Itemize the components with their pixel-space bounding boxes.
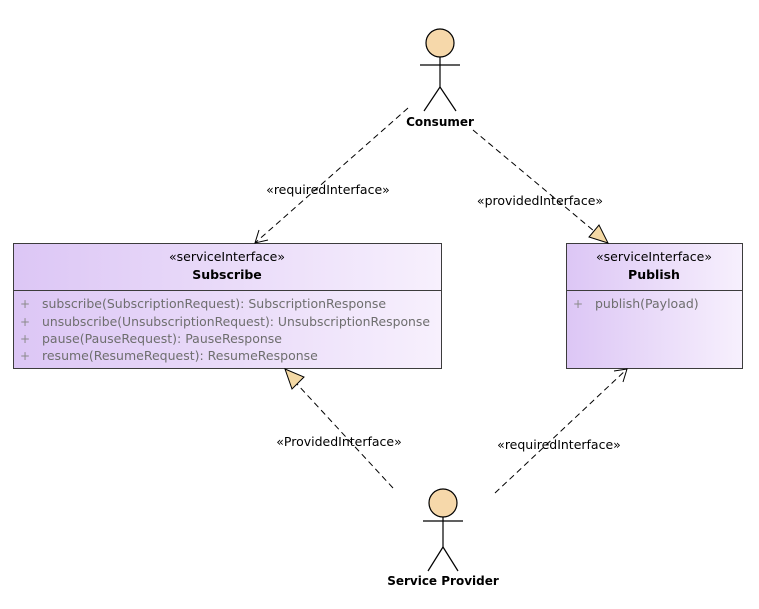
connector-label: «requiredInterface» xyxy=(497,437,621,452)
connector-provider-subscribe[interactable]: «ProvidedInterface» xyxy=(276,368,402,489)
consumer-right-leg xyxy=(439,86,457,112)
op-visibility: + xyxy=(573,297,583,311)
service-provider-actor[interactable]: Service Provider xyxy=(387,488,499,588)
realization-line xyxy=(472,129,595,232)
consumer-name: Consumer xyxy=(406,115,474,129)
operation-publish[interactable]: publish(Payload) xyxy=(595,296,699,311)
connector-label: «ProvidedInterface» xyxy=(276,434,402,449)
subscribe-stereotype: «serviceInterface» xyxy=(169,249,285,264)
subscribe-name: Subscribe xyxy=(192,267,262,282)
open-arrowhead-icon xyxy=(613,368,628,383)
provider-name: Service Provider xyxy=(387,574,499,588)
realization-arrowhead-icon xyxy=(588,224,609,244)
connector-label: «requiredInterface» xyxy=(266,182,390,197)
subscribe-class[interactable]: «serviceInterface» Subscribe + subscribe… xyxy=(13,243,442,369)
connector-consumer-publish[interactable]: «providedInterface» xyxy=(472,129,609,244)
operation-unsubscribe[interactable]: unsubscribe(UnsubscriptionRequest): Unsu… xyxy=(42,314,430,329)
realization-arrowhead-icon xyxy=(284,368,305,390)
provider-left-leg xyxy=(427,546,444,572)
dependency-line xyxy=(254,107,409,244)
open-arrowhead-icon xyxy=(254,229,269,244)
connector-label: «providedInterface» xyxy=(477,193,603,208)
publish-name: Publish xyxy=(628,267,680,282)
connector-consumer-subscribe[interactable]: «requiredInterface» xyxy=(254,107,409,244)
realization-line xyxy=(296,383,394,489)
op-visibility: + xyxy=(20,332,30,346)
operation-pause[interactable]: pause(PauseRequest): PauseResponse xyxy=(42,331,282,346)
connector-provider-publish[interactable]: «requiredInterface» xyxy=(494,368,628,494)
publish-stereotype: «serviceInterface» xyxy=(596,249,712,264)
provider-right-leg xyxy=(442,546,459,572)
consumer-head xyxy=(425,28,455,58)
consumer-left-leg xyxy=(423,86,441,112)
publish-class[interactable]: «serviceInterface» Publish + publish(Pay… xyxy=(566,243,743,369)
op-visibility: + xyxy=(20,297,30,311)
op-visibility: + xyxy=(20,349,30,363)
op-visibility: + xyxy=(20,315,30,329)
operation-resume[interactable]: resume(ResumeRequest): ResumeResponse xyxy=(42,348,318,363)
operation-subscribe[interactable]: subscribe(SubscriptionRequest): Subscrip… xyxy=(42,296,386,311)
consumer-actor[interactable]: Consumer xyxy=(406,28,474,129)
dependency-line xyxy=(494,368,628,494)
publish-class-box xyxy=(566,243,743,369)
provider-head xyxy=(428,488,458,518)
subscribe-class-box xyxy=(13,243,442,369)
